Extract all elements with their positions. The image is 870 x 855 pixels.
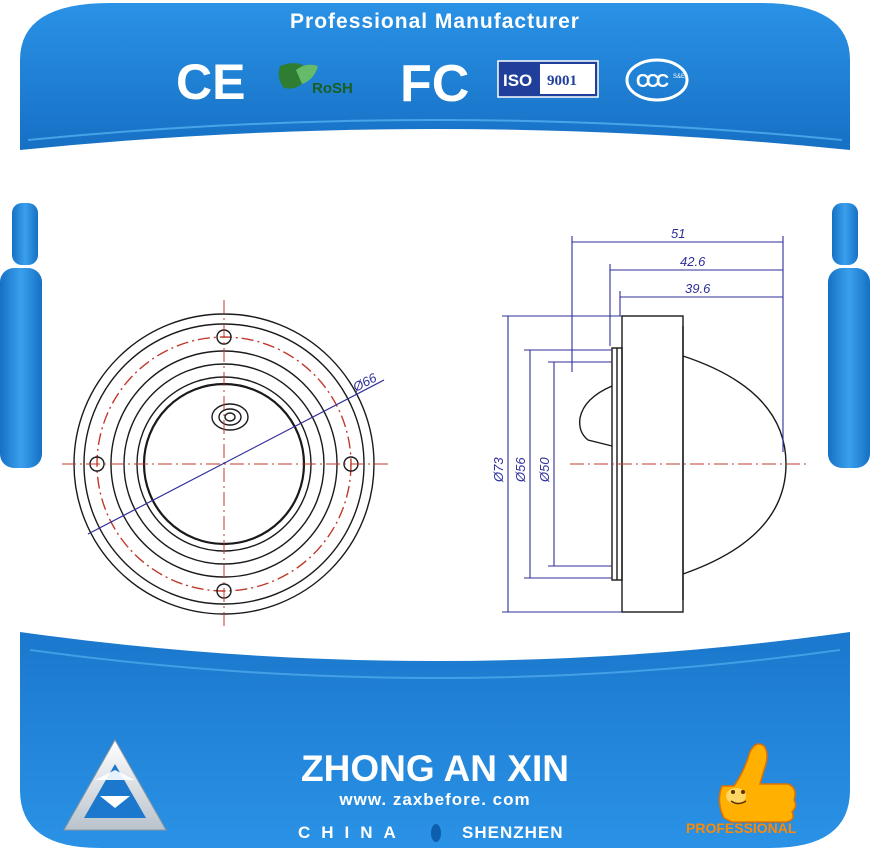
- front-view: Ø66: [62, 300, 388, 626]
- header-title: Professional Manufacturer: [290, 10, 580, 33]
- frame: [0, 3, 870, 848]
- dim-width-396: 39.6: [685, 281, 711, 296]
- front-diameter-line: [87, 379, 385, 535]
- footer-band-highlight: [29, 649, 841, 679]
- zax-triangle-logo-icon: [63, 738, 167, 831]
- lens-core: [224, 412, 236, 422]
- side-lens-bump: [578, 385, 613, 447]
- ccc-mark-sublabel: S&E: [673, 74, 685, 80]
- iso-mark-number: 9001: [547, 73, 577, 89]
- lens-outer: [211, 403, 249, 431]
- header-band: [20, 3, 850, 150]
- side-height-dims: [502, 315, 622, 613]
- dim-height-56: Ø56: [513, 457, 528, 483]
- fcc-mark-label: FC: [400, 55, 469, 113]
- right-grip-upper: [832, 203, 858, 265]
- front-diameter-label: Ø66: [349, 370, 379, 396]
- brand-name: ZHONG AN XIN: [301, 748, 569, 789]
- certifications: CE RoSH FC ISO 9001 CCC S&E: [176, 54, 689, 113]
- right-grip: [828, 268, 870, 468]
- professional-badge-label: PROFESSIONAL: [686, 820, 797, 836]
- dim-width-426: 42.6: [680, 254, 706, 269]
- footer-band: [20, 632, 850, 848]
- rosh-mark-label: RoSH: [312, 80, 353, 97]
- location-city: SHENZHEN: [462, 823, 564, 842]
- brand-url[interactable]: www. zaxbefore. com: [339, 790, 531, 809]
- side-view: 51 42.6 39.6 Ø73 Ø56 Ø50: [491, 226, 806, 613]
- dim-height-50: Ø50: [537, 457, 552, 483]
- left-grip-upper: [12, 203, 38, 265]
- side-width-dims: [571, 236, 784, 452]
- iso-9001-icon: ISO 9001: [497, 60, 599, 98]
- dim-width-51: 51: [671, 226, 685, 241]
- ccc-mark-icon: CCC S&E: [625, 58, 689, 102]
- fcc-mark-icon: FC: [400, 55, 469, 113]
- header-band-highlight: [27, 119, 843, 141]
- ce-mark-icon: CE: [176, 54, 245, 110]
- lens-inner: [218, 408, 242, 426]
- ccc-mark-label: CCC: [636, 71, 669, 91]
- dim-height-73: Ø73: [491, 457, 506, 483]
- rosh-leaf-icon: RoSH: [278, 63, 353, 97]
- side-dome: [682, 355, 787, 575]
- location-separator: [431, 824, 441, 842]
- location-country: CHINA: [298, 823, 407, 842]
- iso-mark-label: ISO: [503, 71, 532, 90]
- ce-mark-label: CE: [176, 54, 245, 110]
- thumbs-up-icon: [718, 743, 797, 823]
- left-grip: [0, 268, 42, 468]
